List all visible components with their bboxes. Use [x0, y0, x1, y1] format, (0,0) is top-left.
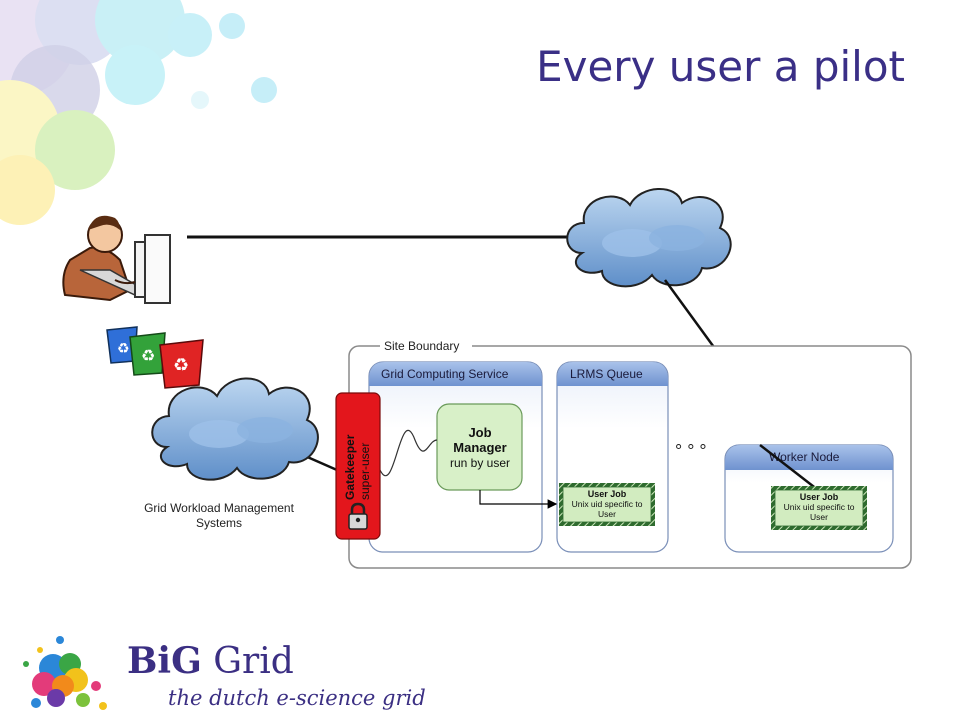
svg-text:♻: ♻	[141, 348, 155, 365]
brand-name-bold: BiG	[127, 640, 202, 682]
recycle-bins-icon: ♻ ♻ ♻	[106, 326, 204, 389]
queue-user-job-line1: Unix uid specific to	[572, 499, 643, 509]
queue-user-job-line2: User	[598, 509, 616, 519]
decorative-splash	[0, 0, 277, 225]
job-manager-to-queue-arrow	[479, 490, 558, 509]
svg-text:♻: ♻	[173, 355, 189, 375]
job-manager-line3: run by user	[450, 456, 510, 470]
brand-name: BiG Grid	[127, 640, 294, 682]
big-grid-logo-icon	[23, 636, 107, 710]
cloud-icon	[151, 377, 319, 481]
site-boundary-label: Site Boundary	[384, 339, 459, 353]
gatekeeper-subtitle: super-user	[358, 443, 372, 500]
job-manager-line1: Job	[468, 425, 491, 440]
svg-text:♻: ♻	[117, 340, 130, 356]
ellipsis: ° ° °	[675, 441, 707, 461]
gatekeeper-to-job-manager-connector	[379, 430, 438, 477]
slide-title: Every user a pilot	[536, 42, 905, 91]
wms-label-line1: Grid Workload Management	[144, 501, 295, 515]
worker-user-job-line2: User	[810, 512, 828, 522]
queue-user-job-title: User Job	[588, 489, 627, 499]
brand-name-rest: Grid	[201, 641, 294, 682]
padlock-icon	[348, 502, 368, 530]
gatekeeper-box	[335, 392, 381, 540]
wms-label-line2: Systems	[196, 516, 242, 530]
job-manager-line2: Manager	[453, 440, 506, 455]
worker-node-label: Worker Node	[769, 450, 840, 464]
gatekeeper-title: Gatekeeper	[343, 434, 357, 500]
cloud-icon	[566, 188, 732, 288]
user-at-computer-icon	[62, 215, 171, 304]
brand-tagline: the dutch e-science grid	[168, 686, 426, 710]
worker-user-job-line1: Unix uid specific to	[784, 502, 855, 512]
lrms-queue-label: LRMS Queue	[570, 367, 643, 381]
worker-user-job-title: User Job	[800, 492, 839, 502]
grid-computing-service-label: Grid Computing Service	[381, 367, 509, 381]
